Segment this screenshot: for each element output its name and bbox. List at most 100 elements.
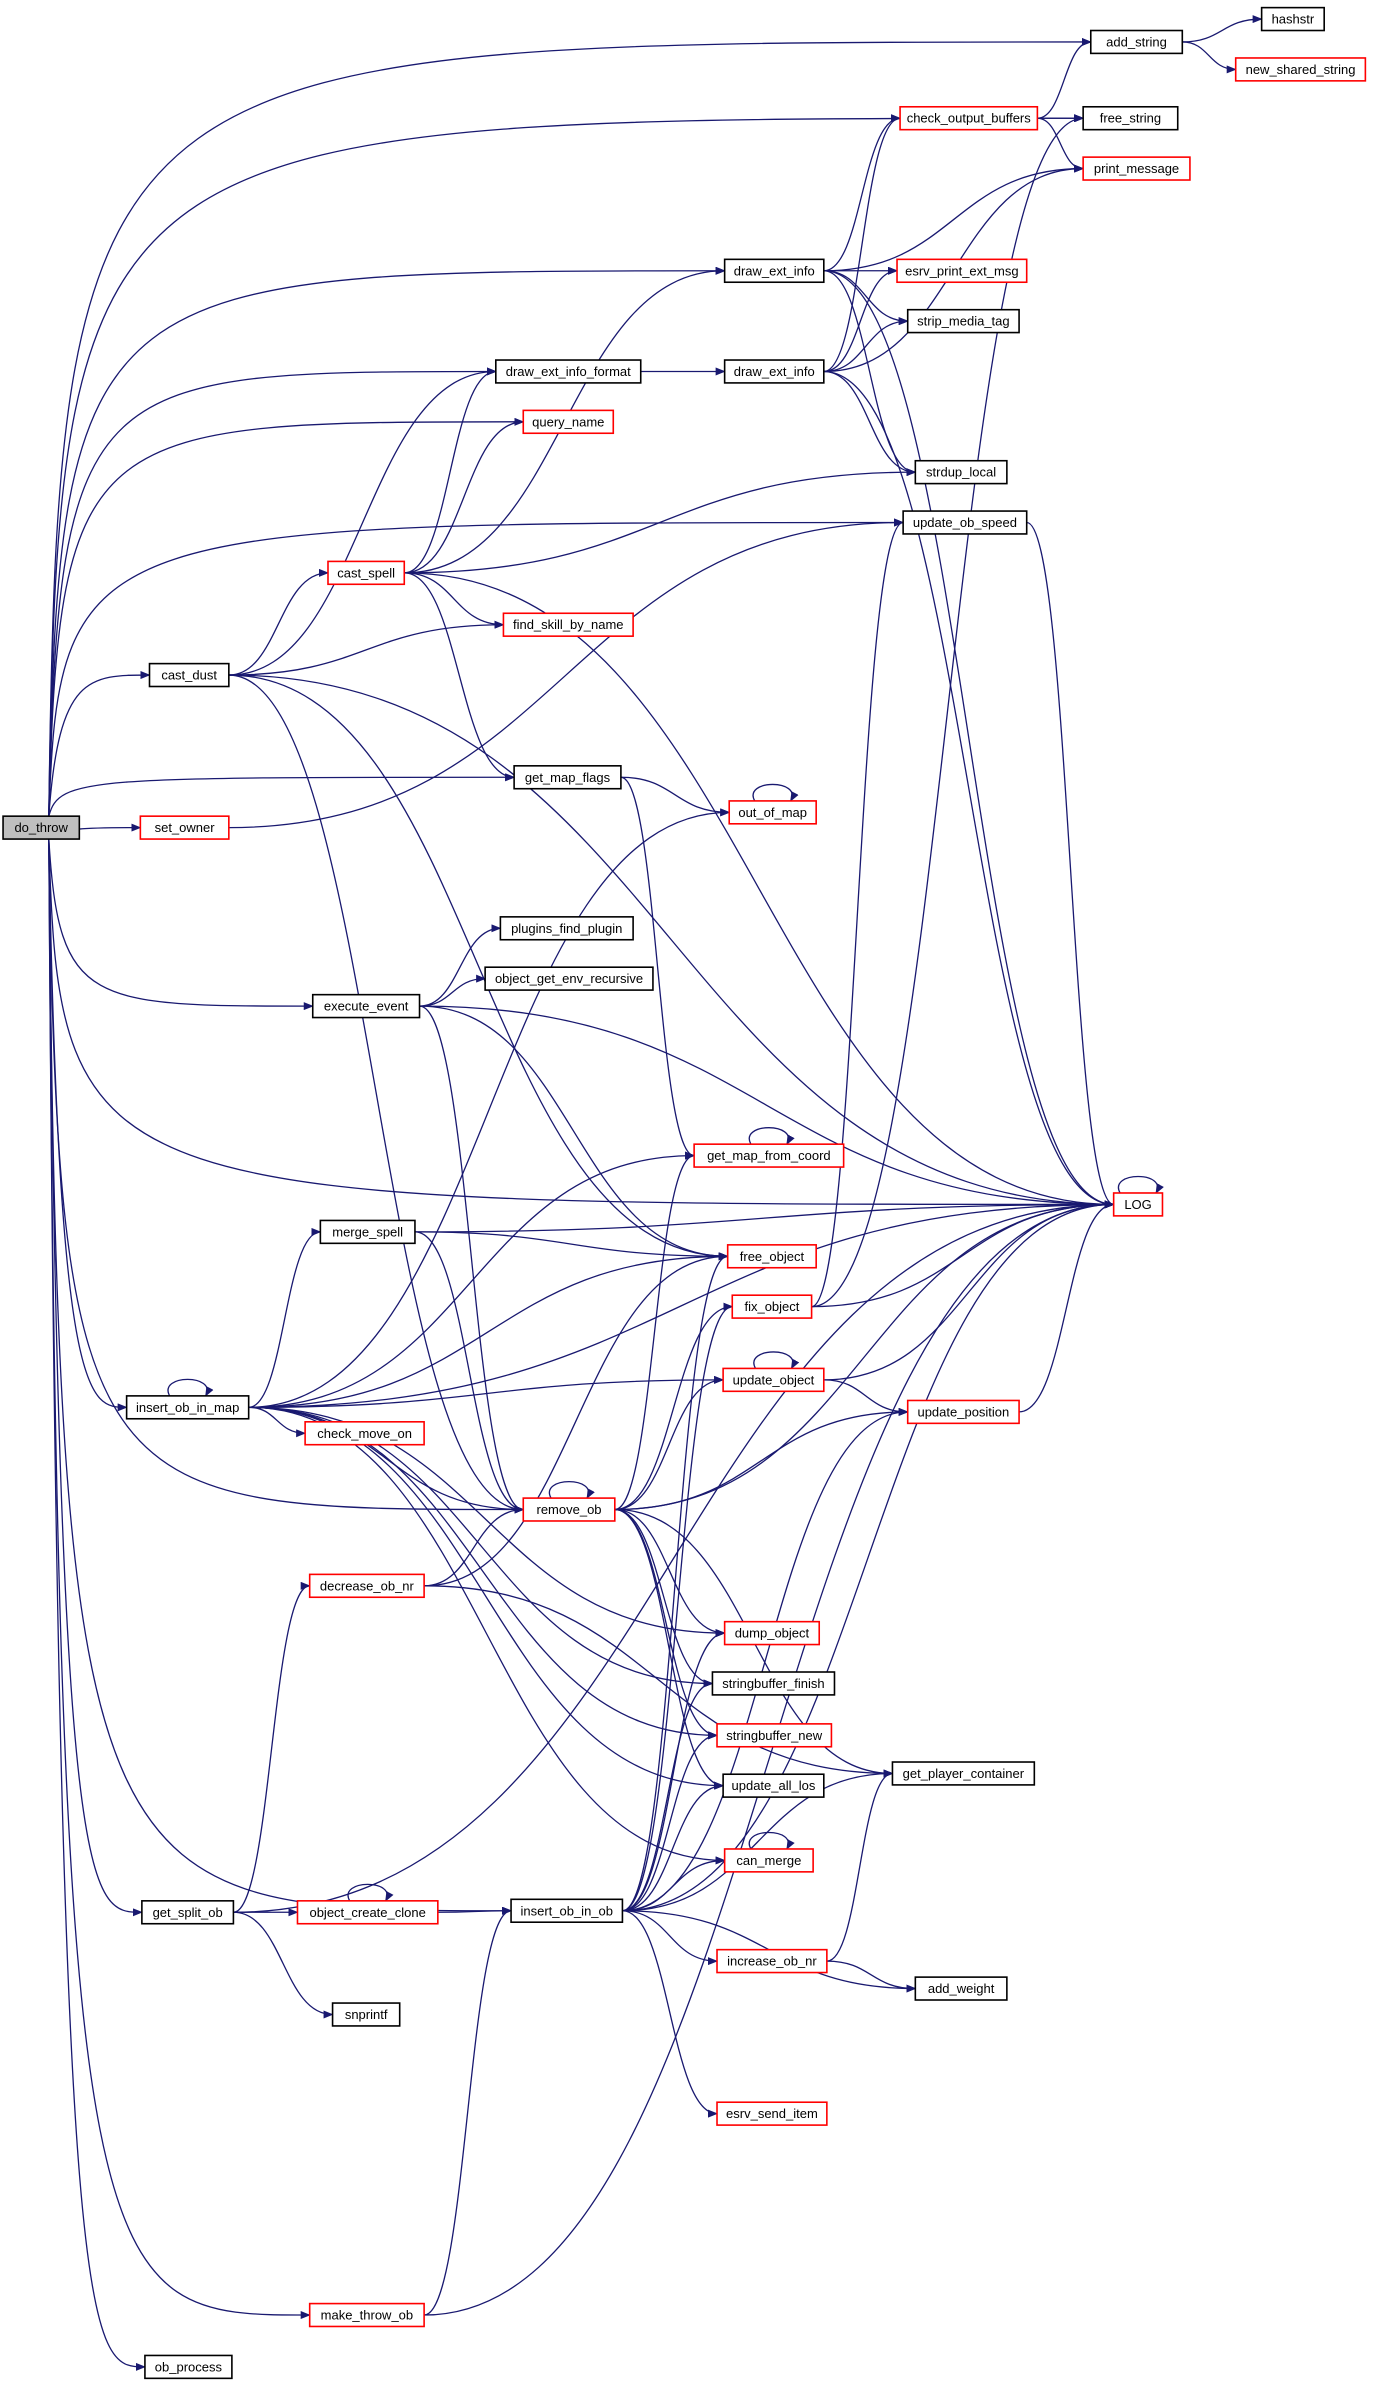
node-free-string[interactable]: free_string [1082,105,1179,131]
node-dump-object[interactable]: dump_object [723,1620,821,1646]
edge-do_throw-to-get_map_flags [48,773,516,817]
node-label: update_object [733,1372,815,1387]
node-free-object[interactable]: free_object [726,1244,817,1269]
node-fix-object[interactable]: fix_object [731,1294,813,1319]
edge-merge_spell-to-LOG [414,1200,1115,1233]
node-draw-ext-info-format[interactable]: draw_ext_info_format [495,359,642,384]
node-add-string[interactable]: add_string [1089,29,1184,55]
node-box [906,308,1020,334]
node-object-get-env-recursive[interactable]: object_get_env_recursive [484,966,654,991]
edge-decrease_ob_nr-to-get_player_container [424,1585,894,1778]
node-box [914,1976,1008,2001]
node-do-throw[interactable]: do_throw [2,815,81,840]
node-box [495,359,642,384]
edge-draw_ext_info1-to-check_output_buffers [823,114,902,272]
edge-fix_object-to-free_string [811,114,1085,1308]
node-increase-ob-nr[interactable]: increase_ob_nr [716,1948,828,1974]
node-draw-ext-info1[interactable]: draw_ext_info [723,258,825,284]
node-merge-spell[interactable]: merge_spell [319,1219,416,1245]
node-print-message[interactable]: print_message [1082,156,1191,181]
node-execute-event[interactable]: execute_event [311,993,421,1019]
node-new-shared-string[interactable]: new_shared_string [1234,57,1367,82]
node-label: check_move_on [317,1426,412,1441]
node-label: object_create_clone [309,1905,425,1920]
node-add-weight[interactable]: add_weight [914,1976,1008,2001]
node-object-create-clone[interactable]: object_create_clone [296,1900,439,1925]
edge-add_string-to-new_shared_string [1182,41,1237,74]
node-find-skill-by-name[interactable]: find_skill_by_name [502,612,634,637]
node-update-position[interactable]: update_position [906,1399,1020,1425]
node-insert-ob-in-ob[interactable]: insert_ob_in_ob [510,1898,624,1923]
node-make-throw-ob[interactable]: make_throw_ob [308,2302,425,2328]
edge-object_create_clone-to-insert_ob_in_ob [437,1906,513,1915]
edge-fix_object-to-update_ob_speed [811,518,905,1308]
edge-update_object-to-update_object [753,1351,800,1370]
edge-execute_event-to-free_object [419,1005,729,1261]
node-stringbuffer-new[interactable]: stringbuffer_new [716,1723,833,1748]
node-label: query_name [532,414,604,429]
node-LOG[interactable]: LOG [1112,1192,1164,1217]
node-cast-spell[interactable]: cast_spell [327,560,406,586]
node-label: set_owner [155,820,216,835]
node-get-player-container[interactable]: get_player_container [891,1761,1036,1786]
node-draw-ext-info2[interactable]: draw_ext_info [723,359,825,384]
node-update-ob-speed[interactable]: update_ob_speed [902,510,1028,535]
edge-cast_spell-to-LOG [404,572,1115,1209]
node-hashstr[interactable]: hashstr [1260,6,1325,32]
node-ob-process[interactable]: ob_process [144,2354,233,2380]
edge-execute_event-to-plugins_find_plugin [419,924,502,1007]
node-query-name[interactable]: query_name [522,409,615,435]
node-strdup-local[interactable]: strdup_local [914,459,1008,485]
node-decrease-ob-nr[interactable]: decrease_ob_nr [308,1573,425,1599]
node-get-map-from-coord[interactable]: get_map_from_coord [693,1143,845,1168]
node-label: new_shared_string [1246,62,1356,77]
edge-check_output_buffers-to-print_message [1037,117,1085,173]
node-box [723,1848,814,1873]
node-label: get_map_flags [525,770,611,785]
node-check-output-buffers[interactable]: check_output_buffers [899,105,1039,131]
node-strip-media-tag[interactable]: strip_media_tag [906,308,1020,334]
node-set-owner[interactable]: set_owner [139,815,230,840]
node-update-all-los[interactable]: update_all_los [722,1773,825,1798]
node-esrv-send-item[interactable]: esrv_send_item [716,2101,828,2126]
edge-get_split_ob-to-LOG [233,1200,1115,1913]
edge-cast_dust-to-find_skill_by_name [228,620,505,676]
node-get-map-flags[interactable]: get_map_flags [513,765,622,790]
edge-update_position-to-LOG [1019,1200,1115,1413]
edge-remove_ob-to-update_object [614,1375,725,1511]
node-snprintf[interactable]: snprintf [331,2002,401,2027]
node-label: get_player_container [903,1766,1025,1781]
node-box [499,916,634,941]
node-label: print_message [1094,161,1179,176]
node-box [728,800,817,825]
edge-get_map_flags-to-get_map_from_coord [620,776,696,1160]
node-remove-ob[interactable]: remove_ob [522,1497,616,1522]
node-plugins-find-plugin[interactable]: plugins_find_plugin [499,916,634,941]
edge-object_create_clone-to-object_create_clone [347,1883,394,1902]
edge-do_throw-to-make_throw_ob [48,839,311,2320]
edge-insert_ob_in_map-to-stringbuffer_new [248,1406,719,1740]
node-esrv-print-ext-msg[interactable]: esrv_print_ext_msg [896,258,1028,284]
node-stringbuffer-finish[interactable]: stringbuffer_finish [711,1671,836,1696]
node-get-split-ob[interactable]: get_split_ob [141,1900,235,1925]
node-label: find_skill_by_name [513,617,624,632]
node-can-merge[interactable]: can_merge [723,1848,814,1873]
edge-draw_ext_info2-to-check_output_buffers [823,114,902,373]
node-label: remove_ob [537,1502,602,1517]
node-label: get_map_from_coord [707,1148,831,1163]
node-out-of-map[interactable]: out_of_map [728,800,817,825]
edge-do_throw-to-query_name [48,417,525,817]
node-box [693,1143,845,1168]
node-label: cast_spell [337,565,395,580]
node-insert-ob-in-map[interactable]: insert_ob_in_map [125,1395,250,1420]
node-label: update_all_los [732,1778,816,1793]
edge-insert_ob_in_ob-to-update_position [622,1407,909,1912]
node-update-object[interactable]: update_object [722,1367,825,1393]
node-label: update_position [917,1404,1009,1419]
node-label: add_string [1106,34,1167,49]
node-check-move-on[interactable]: check_move_on [304,1421,425,1446]
edge-remove_ob-to-fix_object [614,1302,734,1511]
edge-get_map_flags-to-out_of_map [620,776,731,817]
node-cast-dust[interactable]: cast_dust [148,662,230,688]
